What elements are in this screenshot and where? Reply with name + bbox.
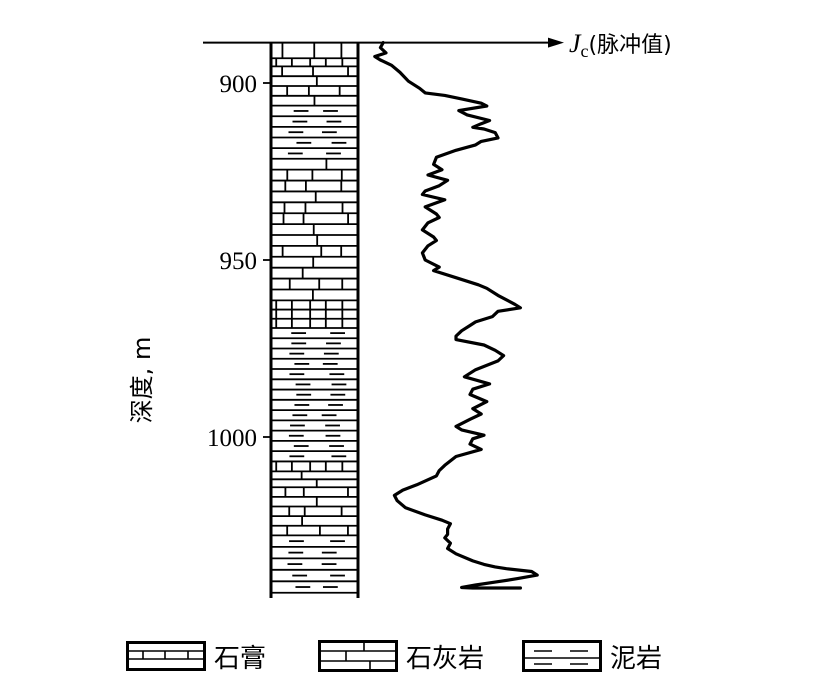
legend-label-limestone: 石灰岩 bbox=[406, 643, 485, 674]
layer-gypsum bbox=[271, 461, 358, 473]
jc-curve-group bbox=[373, 41, 539, 590]
layer-gypsum bbox=[271, 300, 358, 329]
arrow-right-icon bbox=[548, 37, 564, 48]
y-axis-label: 深度, m bbox=[128, 337, 156, 424]
legend-item-mudstone: 泥岩 bbox=[522, 636, 662, 676]
layer-limestone bbox=[271, 487, 358, 537]
layer-limestone bbox=[271, 471, 358, 489]
depth-axis: 900 950 1000 bbox=[207, 71, 271, 452]
legend-item-limestone: 石灰岩 bbox=[318, 636, 484, 676]
x-axis-sub: c bbox=[581, 41, 589, 61]
layer-limestone bbox=[271, 66, 358, 107]
gypsum-swatch-icon bbox=[126, 641, 206, 671]
x-axis-label: Jc(脉冲值) bbox=[569, 29, 672, 61]
x-axis-text: (脉冲值) bbox=[589, 33, 672, 58]
legend: 石膏 石灰岩 泥岩 bbox=[0, 636, 840, 676]
y-tick-label: 950 bbox=[220, 248, 258, 275]
legend-item-gypsum: 石膏 bbox=[126, 636, 266, 676]
x-axis-var: J bbox=[569, 29, 582, 58]
layer-limestone bbox=[271, 42, 358, 60]
lithology-column bbox=[269, 42, 360, 598]
layer-gypsum bbox=[271, 58, 358, 68]
jc-curve-line bbox=[373, 41, 539, 590]
layer-limestone bbox=[271, 158, 358, 302]
legend-label-mudstone: 泥岩 bbox=[610, 643, 663, 674]
legend-label-gypsum: 石膏 bbox=[214, 643, 267, 674]
layer-mudstone bbox=[271, 540, 358, 594]
mudstone-swatch-icon bbox=[522, 640, 602, 672]
layer-mudstone bbox=[271, 110, 358, 160]
layer-mudstone bbox=[271, 332, 358, 463]
limestone-swatch-icon bbox=[318, 640, 398, 672]
y-tick-label: 900 bbox=[220, 71, 258, 98]
y-tick-label: 1000 bbox=[207, 425, 257, 452]
jc-axis bbox=[203, 37, 564, 48]
